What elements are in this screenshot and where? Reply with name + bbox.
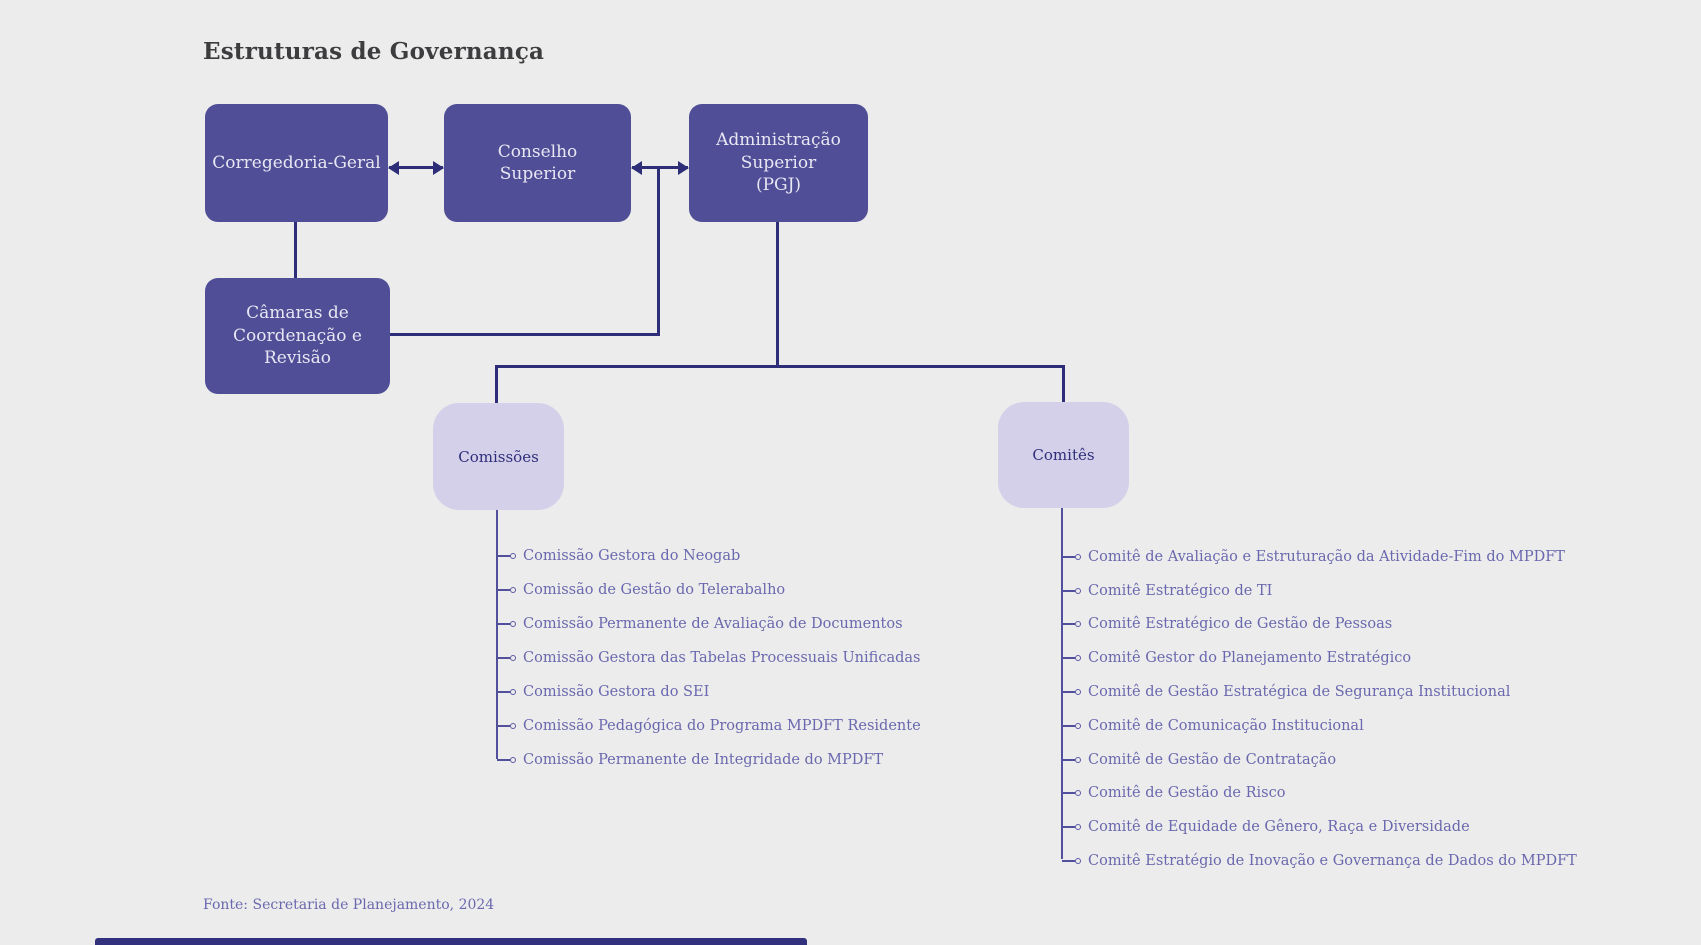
- list-item-label: Comitê de Gestão de Risco: [1088, 785, 1286, 802]
- ring-bullet-icon: [1075, 655, 1081, 662]
- node-label: Câmaras de Coordenação e Revisão: [233, 303, 362, 369]
- tick-line: [497, 589, 510, 591]
- list-item-label: Comitê Estratégico de Gestão de Pessoas: [1088, 616, 1393, 633]
- list-item-label: Comissão Permanente de Avaliação de Docu…: [523, 616, 903, 632]
- ring-bullet-icon: [510, 655, 516, 661]
- node-corregedoria-geral: Corregedoria-Geral: [205, 104, 388, 222]
- list-item-label: Comissão Gestora das Tabelas Processuais…: [523, 650, 921, 666]
- list-item-label: Comitê de Comunicação Institucional: [1088, 717, 1364, 734]
- list-item: Comitê Estratégico de TI: [1062, 574, 1577, 608]
- list-item-label: Comitê de Equidade de Gênero, Raça e Div…: [1088, 819, 1470, 836]
- list-item: Comissão Gestora do Neogab: [497, 539, 921, 573]
- list-item: Comissão Gestora das Tabelas Processuais…: [497, 641, 921, 675]
- list-item-label: Comitê Estratégio de Inovação e Governan…: [1088, 853, 1577, 870]
- list-item: Comitê de Avaliação e Estruturação da At…: [1062, 540, 1577, 574]
- list-item: Comitê de Gestão Estratégica de Seguranç…: [1062, 675, 1577, 709]
- tick-line: [497, 657, 510, 659]
- tick-line: [1062, 589, 1075, 592]
- group-node-comissoes: Comissões: [433, 403, 564, 510]
- ring-bullet-icon: [1075, 689, 1081, 696]
- bidirectional-arrow-icon: [632, 166, 688, 169]
- tick-line: [1062, 860, 1075, 863]
- tick-line: [1062, 623, 1075, 626]
- bottom-accent-bar: [95, 938, 807, 945]
- list-item: Comitê de Comunicação Institucional: [1062, 709, 1577, 743]
- ring-bullet-icon: [510, 757, 516, 763]
- ring-bullet-icon: [510, 689, 516, 695]
- node-label: Administração Superior (PGJ): [716, 130, 841, 196]
- list-item-label: Comitê Gestor do Planejamento Estratégic…: [1088, 650, 1412, 667]
- ring-bullet-icon: [1075, 553, 1081, 560]
- ring-bullet-icon: [1075, 722, 1081, 729]
- tree-trunk-comites: [1061, 508, 1063, 859]
- list-item-label: Comissão Gestora do Neogab: [523, 548, 741, 564]
- tick-line: [1062, 691, 1075, 694]
- source-note: Fonte: Secretaria de Planejamento, 2024: [203, 897, 495, 913]
- node-administracao-superior: Administração Superior (PGJ): [689, 104, 868, 222]
- tick-line: [497, 759, 510, 761]
- list-item-label: Comitê de Gestão Estratégica de Seguranç…: [1088, 684, 1511, 701]
- tick-line: [1062, 792, 1075, 795]
- ring-bullet-icon: [1075, 621, 1081, 628]
- list-item: Comitê Estratégico de Gestão de Pessoas: [1062, 608, 1577, 642]
- connector-groups-horizontal: [495, 365, 1065, 368]
- list-item: Comissão Gestora do SEI: [497, 675, 921, 709]
- tick-line: [1062, 657, 1075, 660]
- list-item-label: Comitê de Avaliação e Estruturação da At…: [1088, 548, 1565, 565]
- ring-bullet-icon: [510, 723, 516, 729]
- connector-arrow-down: [657, 168, 660, 336]
- group-label: Comissões: [458, 447, 539, 466]
- tree-list-comites: Comitê de Avaliação e Estruturação da At…: [1062, 540, 1577, 878]
- list-item: Comissão Pedagógica do Programa MPDFT Re…: [497, 709, 921, 743]
- node-conselho-superior: Conselho Superior: [444, 104, 631, 222]
- list-item-label: Comitê Estratégico de TI: [1088, 582, 1273, 599]
- list-item: Comissão Permanente de Integridade do MP…: [497, 743, 921, 777]
- tick-line: [1062, 758, 1075, 761]
- tick-line: [1062, 555, 1075, 558]
- group-label: Comitês: [1032, 446, 1095, 464]
- list-item-label: Comitê de Gestão de Contratação: [1088, 751, 1337, 768]
- list-item: Comitê de Gestão de Risco: [1062, 777, 1577, 811]
- tick-line: [497, 623, 510, 625]
- list-item-label: Comissão de Gestão do Telerabalho: [523, 582, 786, 598]
- tick-line: [497, 555, 510, 557]
- node-label: Conselho Superior: [497, 141, 578, 184]
- connector-drop-comites: [1062, 365, 1065, 405]
- tick-line: [497, 725, 510, 727]
- connector-administracao-down: [776, 222, 779, 368]
- list-item-label: Comissão Permanente de Integridade do MP…: [523, 752, 884, 768]
- connector-drop-comissoes: [495, 365, 498, 405]
- tree-trunk-comissoes: [496, 510, 498, 759]
- ring-bullet-icon: [1075, 790, 1081, 797]
- ring-bullet-icon: [1075, 756, 1081, 763]
- ring-bullet-icon: [510, 621, 516, 627]
- tick-line: [1062, 826, 1075, 829]
- list-item: Comissão Permanente de Avaliação de Docu…: [497, 607, 921, 641]
- node-label: Corregedoria-Geral: [212, 152, 381, 173]
- tick-line: [497, 691, 510, 693]
- ring-bullet-icon: [510, 587, 516, 593]
- connector-corregedoria-camaras: [294, 222, 297, 278]
- list-item: Comitê Gestor do Planejamento Estratégic…: [1062, 641, 1577, 675]
- ring-bullet-icon: [1075, 824, 1081, 831]
- bidirectional-arrow-icon: [389, 166, 443, 169]
- node-camaras-coordenacao: Câmaras de Coordenação e Revisão: [205, 278, 390, 394]
- ring-bullet-icon: [1075, 858, 1081, 865]
- tick-line: [1062, 724, 1075, 727]
- list-item: Comissão de Gestão do Telerabalho: [497, 573, 921, 607]
- ring-bullet-icon: [1075, 587, 1081, 594]
- connector-camaras-horizontal: [390, 333, 660, 336]
- list-item: Comitê de Equidade de Gênero, Raça e Div…: [1062, 810, 1577, 844]
- list-item: Comitê Estratégio de Inovação e Governan…: [1062, 844, 1577, 878]
- list-item: Comitê de Gestão de Contratação: [1062, 743, 1577, 777]
- list-item-label: Comissão Gestora do SEI: [523, 684, 710, 700]
- ring-bullet-icon: [510, 553, 516, 559]
- page-title: Estruturas de Governança: [203, 38, 545, 65]
- group-node-comites: Comitês: [998, 402, 1129, 508]
- list-item-label: Comissão Pedagógica do Programa MPDFT Re…: [523, 718, 921, 734]
